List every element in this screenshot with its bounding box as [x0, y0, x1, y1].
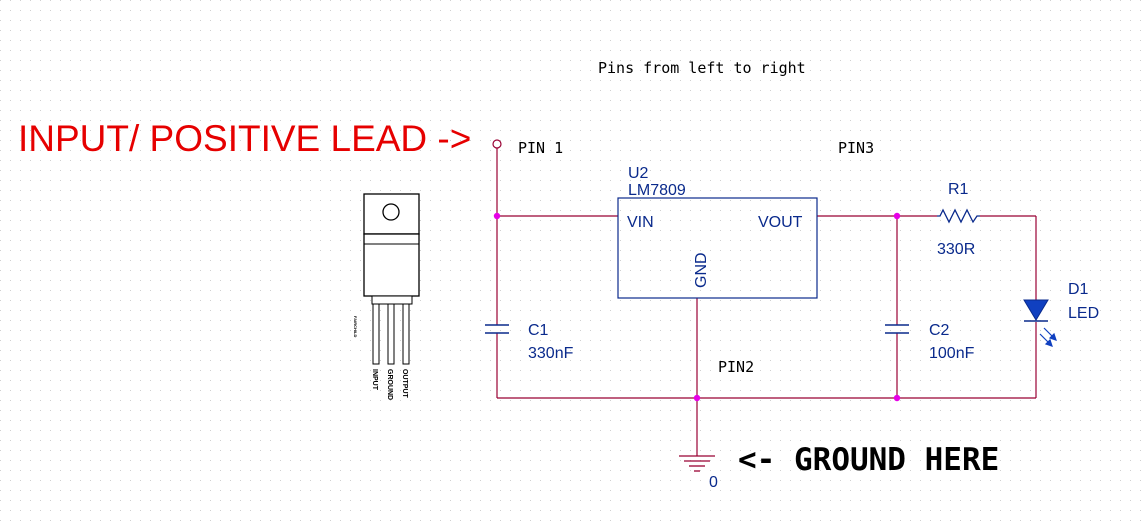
package-lead-label: GROUND [386, 369, 393, 400]
pin3-label: PIN3 [838, 139, 874, 157]
led-d1[interactable]: D1 LED [1023, 281, 1099, 347]
ground-annotation: <- GROUND HERE [738, 442, 999, 478]
pin2-label: PIN2 [718, 358, 754, 376]
regulator-vin-label: VIN [627, 214, 654, 231]
junctions [493, 212, 901, 402]
input-terminal[interactable] [492, 139, 502, 149]
package-lead-label: OUTPUT [401, 369, 408, 399]
led-emission-arrows-icon [1039, 327, 1057, 347]
d1-ref: D1 [1068, 281, 1089, 298]
c1-ref: C1 [528, 322, 549, 339]
capacitor-c2[interactable]: C2 100nF [885, 322, 975, 362]
junction-dot [693, 394, 701, 402]
package-mounting-hole [382, 203, 400, 221]
to220-package-illustration: FAIRCHILD INPUT GROUND OUTPUT [353, 193, 420, 400]
resistor-r1[interactable]: R1 330R [937, 181, 980, 258]
regulator-body [617, 197, 818, 299]
caption: Pins from left to right [598, 59, 806, 77]
junction-dot [493, 212, 501, 220]
regulator-ref: U2 [628, 165, 649, 182]
regulator-part: LM7809 [628, 182, 686, 199]
package-lead [402, 303, 410, 365]
ground-net-label: 0 [709, 474, 718, 491]
capacitor-c1[interactable]: C1 330nF [485, 322, 574, 362]
regulator-vout-label: VOUT [758, 214, 803, 231]
c2-ref: C2 [929, 322, 950, 339]
input-annotation: INPUT/ POSITIVE LEAD -> [18, 118, 471, 159]
ground-symbol-icon[interactable] [679, 455, 715, 472]
regulator-u2[interactable]: U2 LM7809 VIN VOUT GND [617, 165, 818, 299]
package-lead-label: INPUT [371, 369, 378, 391]
c2-value: 100nF [929, 345, 975, 362]
package-body [363, 233, 420, 297]
package-lead [372, 303, 380, 365]
c1-value: 330nF [528, 345, 574, 362]
junction-dot [893, 394, 901, 402]
r1-ref: R1 [948, 181, 969, 198]
package-lead [387, 303, 395, 365]
r1-value: 330R [937, 241, 975, 258]
wires [496, 147, 1037, 456]
regulator-gnd-label: GND [693, 252, 710, 288]
pin1-label: PIN 1 [518, 139, 563, 157]
led-triangle [1023, 299, 1049, 321]
package-brand: FAIRCHILD [353, 316, 358, 337]
junction-dot [893, 212, 901, 220]
d1-value: LED [1068, 305, 1099, 322]
r1-zigzag [937, 208, 980, 224]
